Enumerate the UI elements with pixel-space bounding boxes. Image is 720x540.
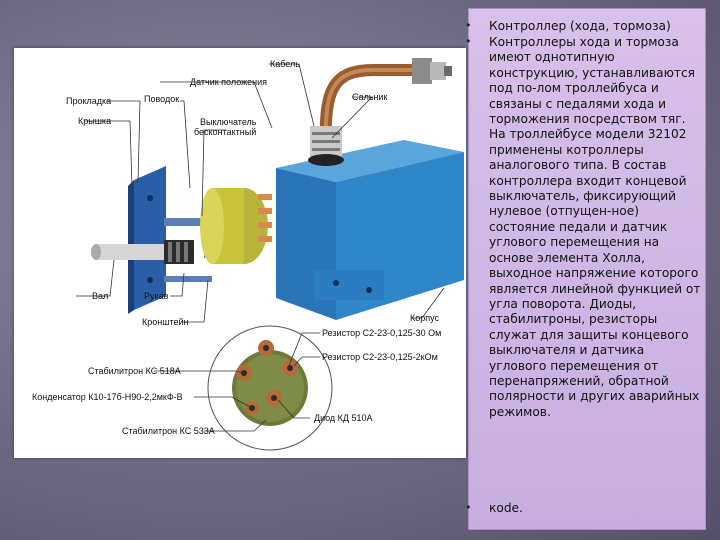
label-bracket: Кронштейн xyxy=(142,317,189,327)
label-arm: Рукав xyxy=(144,291,169,301)
label-capacitor: Конденсатор К10-17б-Н90-2,2мкФ-В xyxy=(32,392,183,402)
label-resistor-2: Резистор С2-23-0,125-2кОм xyxy=(322,352,438,362)
bullet-title: Контроллер (хода, тормоза) xyxy=(489,19,671,33)
bracket xyxy=(164,218,212,226)
description-panel: • Контроллер (хода, тормоза) • Контролле… xyxy=(465,8,706,530)
housing-mount xyxy=(314,270,384,300)
label-gasket: Прокладка xyxy=(66,96,112,106)
terminals xyxy=(258,194,272,200)
bullet-body: Контроллеры хода и тормоза имеют однотип… xyxy=(489,35,701,419)
bullet-marker: • xyxy=(465,35,472,48)
shaft xyxy=(96,244,166,260)
leader-lines xyxy=(76,63,445,432)
controller-diagram: Кабель Датчик положения Прокладка Поводо… xyxy=(14,48,466,458)
label-zener-2: Стабилитрон КС 533А xyxy=(122,426,215,436)
label-resistor-1: Резистор С2-23-0,125-30 Ом xyxy=(322,328,442,338)
label-cover: Крышка xyxy=(78,116,112,126)
label-leash: Поводок xyxy=(144,94,180,104)
label-cable: Кабель xyxy=(270,59,300,69)
connector xyxy=(412,58,432,84)
cover-plate xyxy=(134,166,166,310)
housing-top xyxy=(276,140,464,182)
board-inset-outline xyxy=(207,325,333,451)
bullet-code: кode. xyxy=(489,501,523,515)
label-shaft: Вал xyxy=(92,291,109,301)
bullet-marker: • xyxy=(465,19,472,32)
label-diode: Диод КД 510А xyxy=(314,413,373,423)
bullet-marker: • xyxy=(465,501,472,514)
label-gland: Сальник xyxy=(352,92,388,102)
label-housing: Корпус xyxy=(410,313,440,323)
label-contactless-switch-2: бесконтактный xyxy=(194,127,257,137)
controller-illustration xyxy=(76,58,464,451)
label-contactless-switch-1: Выключатель xyxy=(200,117,257,127)
label-position-sensor: Датчик положения xyxy=(190,77,268,87)
label-zener-1: Стабилитрон КС 518А xyxy=(88,366,181,376)
